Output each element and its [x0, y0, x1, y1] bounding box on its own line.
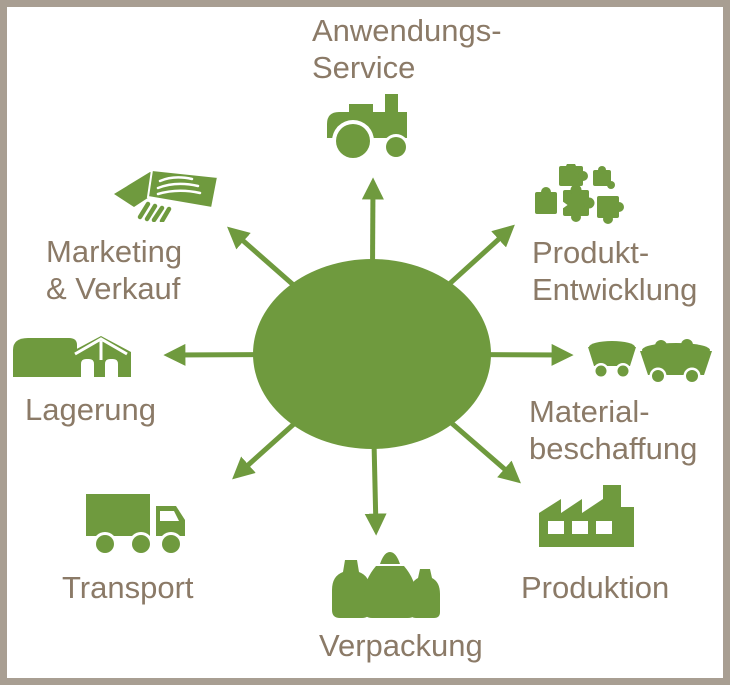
label-materialbeschaffung: Material- beschaffung: [529, 393, 697, 467]
tractor-icon: [325, 94, 413, 162]
sacks-icon: [330, 550, 443, 620]
label-produkt-entwicklung: Produkt- Entwicklung: [532, 234, 697, 308]
label-line: Material-: [529, 394, 650, 429]
label-anwendungs-service: Anwendungs- Service: [312, 12, 502, 86]
label-verpackung: Verpackung: [319, 627, 483, 664]
label-line: Transport: [62, 570, 194, 605]
label-line: Entwicklung: [532, 272, 698, 307]
label-line: Verpackung: [319, 628, 483, 663]
label-transport: Transport: [62, 569, 194, 606]
hub-ellipse: [253, 259, 491, 449]
label-line: Produktion: [521, 570, 670, 605]
label-line: Lagerung: [25, 392, 157, 427]
harvest-wagons-icon: [586, 335, 714, 382]
barn-icon: [11, 333, 133, 379]
label-line: Marketing: [46, 234, 183, 269]
label-marketing-verkauf: Marketing & Verkauf: [46, 233, 182, 307]
factory-icon: [537, 479, 636, 549]
handshake-icon: [114, 160, 224, 222]
label-line: & Verkauf: [46, 271, 181, 306]
label-lagerung: Lagerung: [25, 391, 156, 428]
label-line: Produkt-: [532, 235, 650, 270]
label-line: beschaffung: [529, 431, 698, 466]
label-line: Anwendungs-: [312, 13, 502, 48]
puzzle-pieces-icon: [535, 164, 635, 228]
label-line: Service: [312, 50, 416, 85]
truck-icon: [86, 492, 204, 558]
label-produktion: Produktion: [521, 569, 669, 606]
